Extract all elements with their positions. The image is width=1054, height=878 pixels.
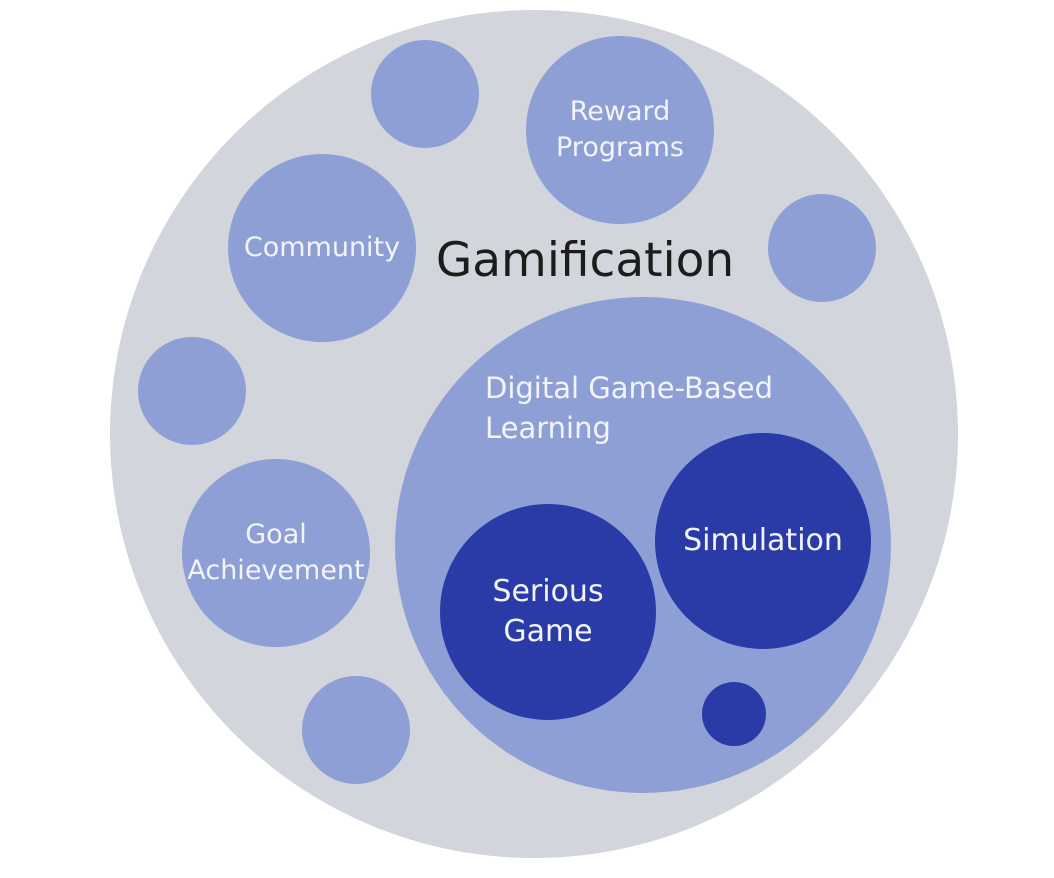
empty-circle — [302, 676, 410, 784]
small-dark-circle — [702, 682, 766, 746]
simulation-label: Simulation — [683, 523, 843, 558]
empty-circle — [138, 337, 246, 445]
serious-game-label: Serious Game — [492, 574, 604, 649]
serious-game-circle — [440, 504, 656, 720]
simulation-circle — [655, 433, 871, 649]
digital-game-based-learning-label: Digital Game-Based Learning — [485, 371, 774, 445]
goal-achievement-circle — [182, 459, 370, 647]
diagram-title: Gamification — [435, 232, 735, 288]
community-label: Community — [243, 232, 401, 263]
reward-programs-label: Reward Programs — [556, 96, 684, 163]
empty-circle — [371, 40, 479, 148]
community-circle — [228, 154, 416, 342]
empty-circle — [768, 194, 876, 302]
goal-achievement-label: Goal Achievement — [187, 519, 365, 586]
reward-programs-circle — [526, 36, 714, 224]
